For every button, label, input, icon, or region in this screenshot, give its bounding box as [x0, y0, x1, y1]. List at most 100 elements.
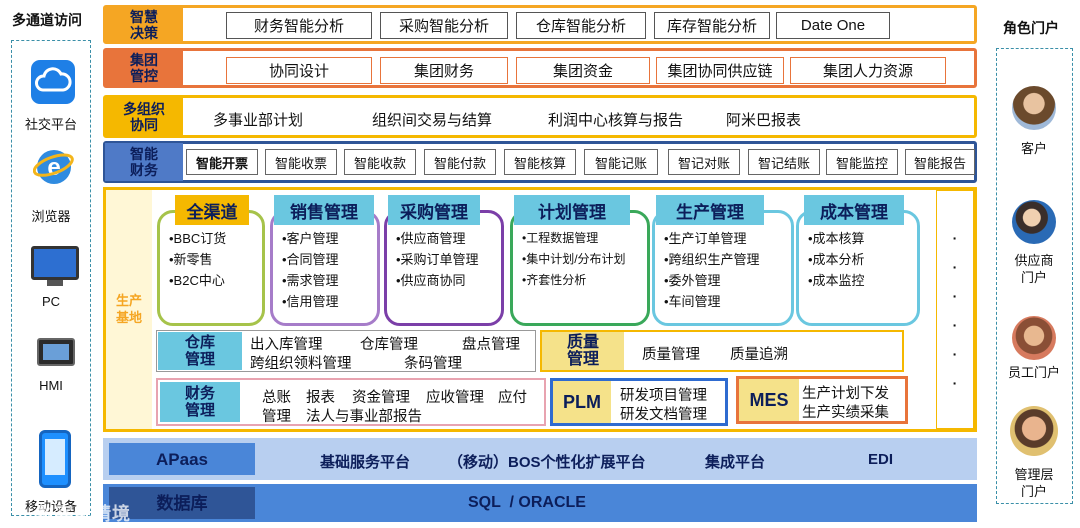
module-title: 采购管理 — [388, 195, 480, 225]
monitor-stand — [47, 280, 63, 286]
smart-finance-item[interactable]: 智能记账 — [584, 149, 658, 175]
smart-finance-item[interactable]: 智能监控 — [826, 149, 898, 175]
production-label: 生产基地 — [108, 292, 150, 326]
apaas-label: APaas — [109, 443, 255, 475]
module-item[interactable]: •集中计划/分布计划 — [514, 249, 646, 270]
module-item[interactable]: •成本监控 — [800, 270, 916, 291]
portal-management[interactable]: 管理层门户 — [998, 404, 1070, 500]
quality-item[interactable]: 质量管理 — [642, 343, 700, 364]
module-item[interactable]: •车间管理 — [656, 291, 790, 312]
smart-finance-item[interactable]: 智记结账 — [748, 149, 820, 175]
channel-social[interactable]: 社交平台 — [15, 60, 87, 132]
portal-employee[interactable]: 员工门户 — [998, 314, 1070, 384]
item-date-one[interactable]: Date One — [776, 12, 890, 39]
smart-finance-item[interactable]: 智记对账 — [668, 149, 740, 175]
finance-mgmt-label: 财务管理 — [160, 382, 240, 422]
channels-title: 多通道访问 — [12, 10, 82, 30]
portal-supplier[interactable]: 供应商门户 — [998, 196, 1070, 282]
warehouse-item[interactable]: 盘点管理 — [462, 333, 520, 354]
finance-item[interactable]: 应收管理 — [426, 386, 484, 407]
smart-finance-item[interactable]: 智能付款 — [424, 149, 496, 175]
smart-finance-item[interactable]: 智能收款 — [344, 149, 416, 175]
module-item[interactable]: •需求管理 — [274, 270, 376, 291]
warehouse-item[interactable]: 仓库管理 — [360, 333, 418, 354]
module-item[interactable]: •B2C中心 — [161, 270, 261, 291]
channel-label: 社交平台 — [6, 114, 96, 133]
mes-item[interactable]: 生产实绩采集 — [802, 401, 889, 422]
module-item[interactable]: •新零售 — [161, 249, 261, 270]
row-label-group-control: 集团管控 — [105, 50, 183, 86]
finance-item[interactable]: 资金管理 — [352, 386, 410, 407]
item-inter-org-trade[interactable]: 组织间交易与结算 — [372, 109, 492, 130]
module-item[interactable]: •采购订单管理 — [388, 249, 500, 270]
module-item[interactable]: •信用管理 — [274, 291, 376, 312]
smart-finance-item[interactable]: 智能报告 — [905, 149, 975, 175]
item-collab-design[interactable]: 协同设计 — [226, 57, 372, 84]
item-finance-analysis[interactable]: 财务智能分析 — [226, 12, 372, 39]
item-profit-center[interactable]: 利润中心核算与报告 — [548, 109, 683, 130]
module-item[interactable]: •供应商管理 — [388, 228, 500, 249]
module-title: 全渠道 — [175, 195, 249, 225]
plm-item[interactable]: 研发项目管理 — [620, 384, 707, 405]
module-item[interactable]: •成本核算 — [800, 228, 916, 249]
apaas-item[interactable]: 基础服务平台 — [320, 451, 410, 472]
more-dot: · — [950, 288, 960, 304]
module-item[interactable]: •供应商协同 — [388, 270, 500, 291]
module-items: •供应商管理•采购订单管理•供应商协同 — [388, 228, 500, 291]
module-items: •成本核算•成本分析•成本监控 — [800, 228, 916, 291]
module-item[interactable]: •客户管理 — [274, 228, 376, 249]
smart-finance-item[interactable]: 智能核算 — [504, 149, 576, 175]
module-item[interactable]: •BBC订货 — [161, 228, 261, 249]
plm-item[interactable]: 研发文档管理 — [620, 403, 707, 424]
module-items: •BBC订货•新零售•B2C中心 — [161, 228, 261, 291]
supplier-avatar — [1012, 200, 1056, 244]
channel-pc[interactable]: PC — [15, 244, 87, 314]
item-group-funds[interactable]: 集团资金 — [516, 57, 650, 84]
quality-item[interactable]: 质量追溯 — [730, 343, 788, 364]
module-item[interactable]: •跨组织生产管理 — [656, 249, 790, 270]
mes-item[interactable]: 生产计划下发 — [802, 382, 889, 403]
item-group-finance[interactable]: 集团财务 — [380, 57, 508, 84]
finance-item[interactable]: 总账 — [262, 386, 291, 407]
warehouse-item[interactable]: 出入库管理 — [250, 333, 323, 354]
apaas-item[interactable]: （移动）BOS个性化扩展平台 — [448, 451, 646, 472]
finance-item[interactable]: 报表 — [306, 386, 335, 407]
module-item[interactable]: •合同管理 — [274, 249, 376, 270]
channel-hmi[interactable]: HMI — [15, 336, 87, 406]
phone-icon — [39, 430, 71, 488]
item-purchase-analysis[interactable]: 采购智能分析 — [380, 12, 508, 39]
item-group-supply-chain[interactable]: 集团协同供应链 — [656, 57, 784, 84]
smart-finance-item[interactable]: 智能收票 — [265, 149, 337, 175]
module-item[interactable]: •生产订单管理 — [656, 228, 790, 249]
module-items: •生产订单管理•跨组织生产管理•委外管理•车间管理 — [656, 228, 790, 312]
finance-item[interactable]: 法人与事业部报告 — [306, 405, 422, 426]
item-multi-bu-plan[interactable]: 多事业部计划 — [213, 109, 303, 130]
warehouse-item[interactable]: 条码管理 — [404, 352, 462, 373]
module-item[interactable]: •成本分析 — [800, 249, 916, 270]
module-item[interactable]: •工程数据管理 — [514, 228, 646, 249]
more-dot: · — [950, 375, 960, 391]
apaas-item[interactable]: 集成平台 — [705, 451, 765, 472]
module-items: •工程数据管理•集中计划/分布计划•齐套性分析 — [514, 228, 646, 291]
item-amoeba-report[interactable]: 阿米巴报表 — [726, 109, 801, 130]
apaas-item[interactable]: EDI — [868, 451, 893, 468]
mes-label: MES — [739, 379, 799, 421]
module-item[interactable]: •委外管理 — [656, 270, 790, 291]
portal-customer[interactable]: 客户 — [998, 82, 1070, 154]
watermark: 数字化精境 — [36, 500, 131, 526]
more-dot: · — [950, 317, 960, 333]
channel-label: PC — [6, 294, 96, 309]
module-item[interactable]: •齐套性分析 — [514, 270, 646, 291]
warehouse-label: 仓库管理 — [158, 332, 242, 370]
item-warehouse-analysis[interactable]: 仓库智能分析 — [516, 12, 646, 39]
item-inventory-analysis[interactable]: 库存智能分析 — [654, 12, 770, 39]
channel-browser[interactable]: e 浏览器 — [15, 146, 87, 226]
module-title: 成本管理 — [804, 195, 904, 225]
finance-item[interactable]: 管理 — [262, 405, 291, 426]
smart-finance-item[interactable]: 智能开票 — [186, 149, 258, 175]
customer-avatar — [1012, 86, 1056, 130]
employee-avatar — [1012, 316, 1056, 360]
item-group-hr[interactable]: 集团人力资源 — [790, 57, 946, 84]
warehouse-item[interactable]: 跨组织领料管理 — [250, 352, 352, 373]
finance-item[interactable]: 应付 — [498, 386, 527, 407]
